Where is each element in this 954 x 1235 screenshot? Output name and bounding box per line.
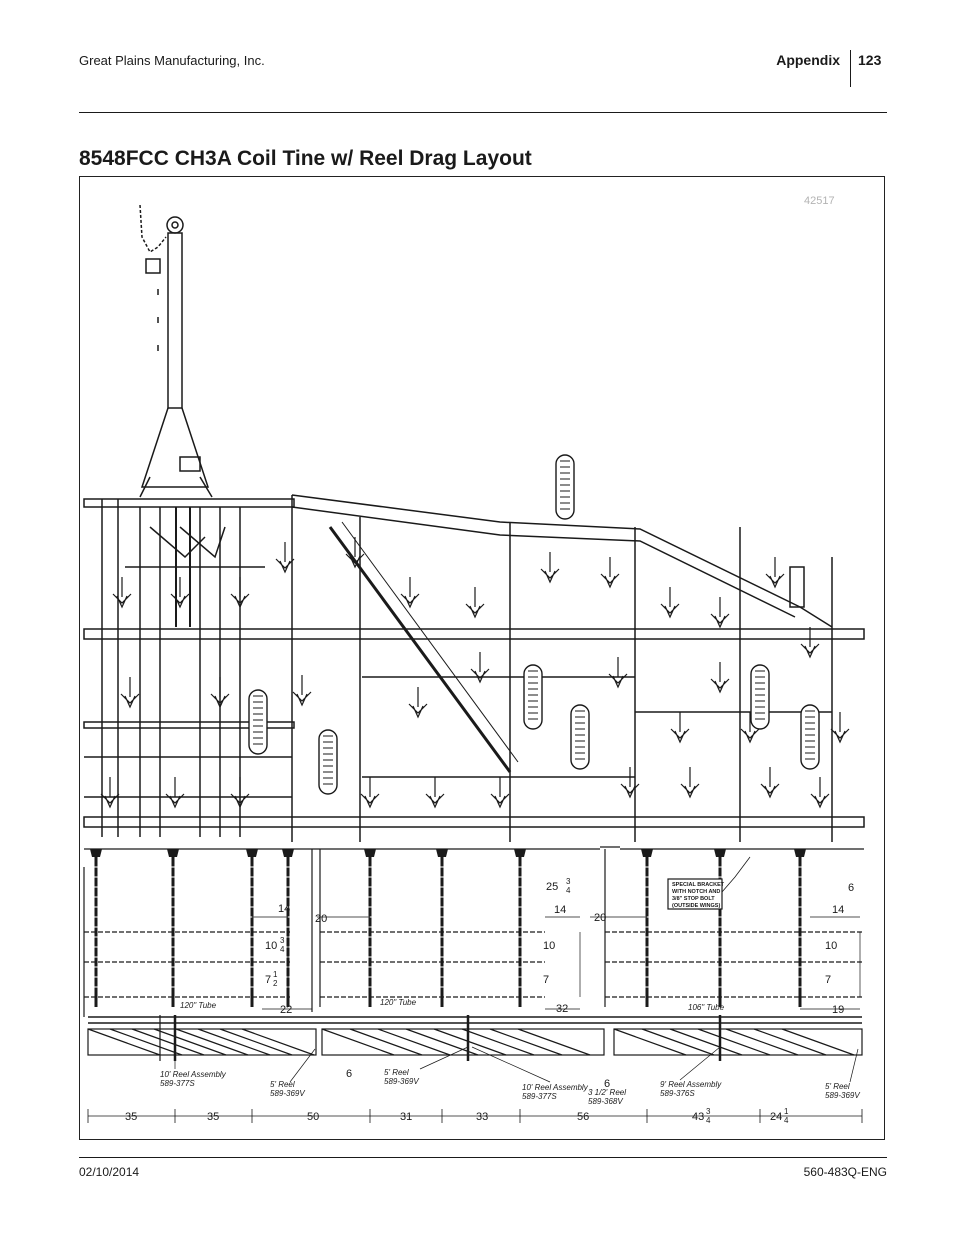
reel-name: 9' Reel Assembly	[660, 1080, 722, 1089]
footer-doc-number: 560-483Q-ENG	[803, 1165, 887, 1179]
bottom-dimension-line	[87, 1109, 863, 1123]
tube-label: 106" Tube	[688, 1003, 725, 1012]
dim-fraction: 4	[784, 1116, 789, 1125]
header-company-name: Great Plains Manufacturing, Inc.	[79, 53, 265, 68]
dim-value: 10	[825, 940, 837, 952]
reel-part: 589-369V	[270, 1089, 305, 1098]
reel-name: 5' Reel	[270, 1080, 295, 1089]
reel-name: 10' Reel Assembly	[160, 1070, 227, 1079]
dim-value: 20	[315, 913, 327, 925]
reel-part: 589-368V	[588, 1097, 623, 1106]
bracket-note: SPECIAL BRACKET WITH NOTCH AND 3/8" STOP…	[667, 856, 751, 910]
dim-value: 22	[280, 1004, 292, 1016]
frame-tire	[750, 664, 770, 730]
dim-bottom: 50	[307, 1111, 319, 1123]
frame-tire	[248, 689, 268, 755]
note-line: 3/8" STOP BOLT	[672, 896, 715, 902]
dim-fraction: 1	[784, 1107, 789, 1116]
dim-fraction: 2	[273, 979, 278, 988]
dim-value: 10	[543, 940, 555, 952]
reel-drag-row	[87, 1015, 863, 1061]
dim-fraction: 4	[706, 1116, 711, 1125]
reel-part: 589-369V	[825, 1091, 860, 1100]
dim-fraction: 3	[280, 936, 285, 945]
dim-value: 6	[346, 1068, 352, 1080]
main-frame	[83, 494, 865, 842]
dim-value: 14	[278, 903, 290, 915]
tine-row-3	[100, 766, 830, 808]
frame-tire	[318, 729, 338, 795]
drag-frame	[83, 846, 864, 1017]
dim-fraction: 3	[566, 877, 571, 886]
frame-tire	[800, 704, 820, 770]
reel-part: 589-377S	[160, 1079, 195, 1088]
dim-fraction: 4	[280, 945, 285, 954]
header-section-name: Appendix	[776, 52, 840, 68]
dim-bottom: 24	[770, 1111, 782, 1123]
reel-part: 589-377S	[522, 1092, 557, 1101]
dim-value: 25	[546, 881, 558, 893]
dim-fraction: 3	[706, 1107, 711, 1116]
footer-date: 02/10/2014	[79, 1165, 140, 1179]
drawing-svg: SPECIAL BRACKET WITH NOTCH AND 3/8" STOP…	[83, 204, 865, 1125]
note-line: SPECIAL BRACKET	[672, 882, 725, 888]
dim-value: 19	[832, 1004, 844, 1016]
header-page-number: 123	[858, 52, 882, 68]
dim-value: 7	[265, 974, 271, 986]
hitch-tongue	[139, 204, 213, 498]
tube-label: 120" Tube	[180, 1001, 217, 1010]
reel-name: 5' Reel	[384, 1068, 409, 1077]
coil-tine-shanks	[88, 847, 808, 1009]
dim-bottom: 35	[207, 1111, 219, 1123]
dim-bottom: 33	[476, 1111, 488, 1123]
layout-drawing: 42517	[79, 176, 885, 1140]
dim-bottom: 56	[577, 1111, 589, 1123]
note-line: WITH NOTCH AND	[672, 889, 720, 895]
footer-rule	[79, 1157, 887, 1158]
dim-bottom: 43	[692, 1111, 704, 1123]
dim-bottom: 35	[125, 1111, 137, 1123]
reel-part: 589-369V	[384, 1077, 419, 1086]
dim-value: 10	[265, 940, 277, 952]
transport-tire	[555, 454, 575, 520]
frame-tire	[570, 704, 590, 770]
page-title: 8548FCC CH3A Coil Tine w/ Reel Drag Layo…	[79, 147, 532, 170]
dim-value: 7	[543, 974, 549, 986]
tube-label: 120" Tube	[380, 998, 417, 1007]
dim-bottom: 31	[400, 1111, 412, 1123]
dim-value: 14	[832, 904, 844, 916]
header-separator	[850, 50, 851, 87]
dim-value: 14	[554, 904, 566, 916]
dim-value: 6	[604, 1078, 610, 1090]
dim-value: 6	[848, 882, 854, 894]
frame-tire	[523, 664, 543, 730]
upper-dimensions	[252, 916, 861, 1010]
reel-name: 5' Reel	[825, 1082, 850, 1091]
dim-fraction: 4	[566, 886, 571, 895]
reel-callouts: 10' Reel Assembly 589-377S 5' Reel 589-3…	[160, 1046, 860, 1106]
dim-value: 7	[825, 974, 831, 986]
reel-name: 10' Reel Assembly	[522, 1083, 589, 1092]
reel-part: 589-376S	[660, 1089, 695, 1098]
header-rule	[79, 112, 887, 113]
dim-value: 32	[556, 1003, 568, 1015]
note-line: (OUTSIDE WINGS)	[672, 903, 720, 909]
dim-fraction: 1	[273, 970, 278, 979]
reel-name: 3 1/2' Reel	[588, 1088, 626, 1097]
figure-id: 42517	[804, 195, 835, 207]
dim-value: 20	[594, 912, 606, 924]
